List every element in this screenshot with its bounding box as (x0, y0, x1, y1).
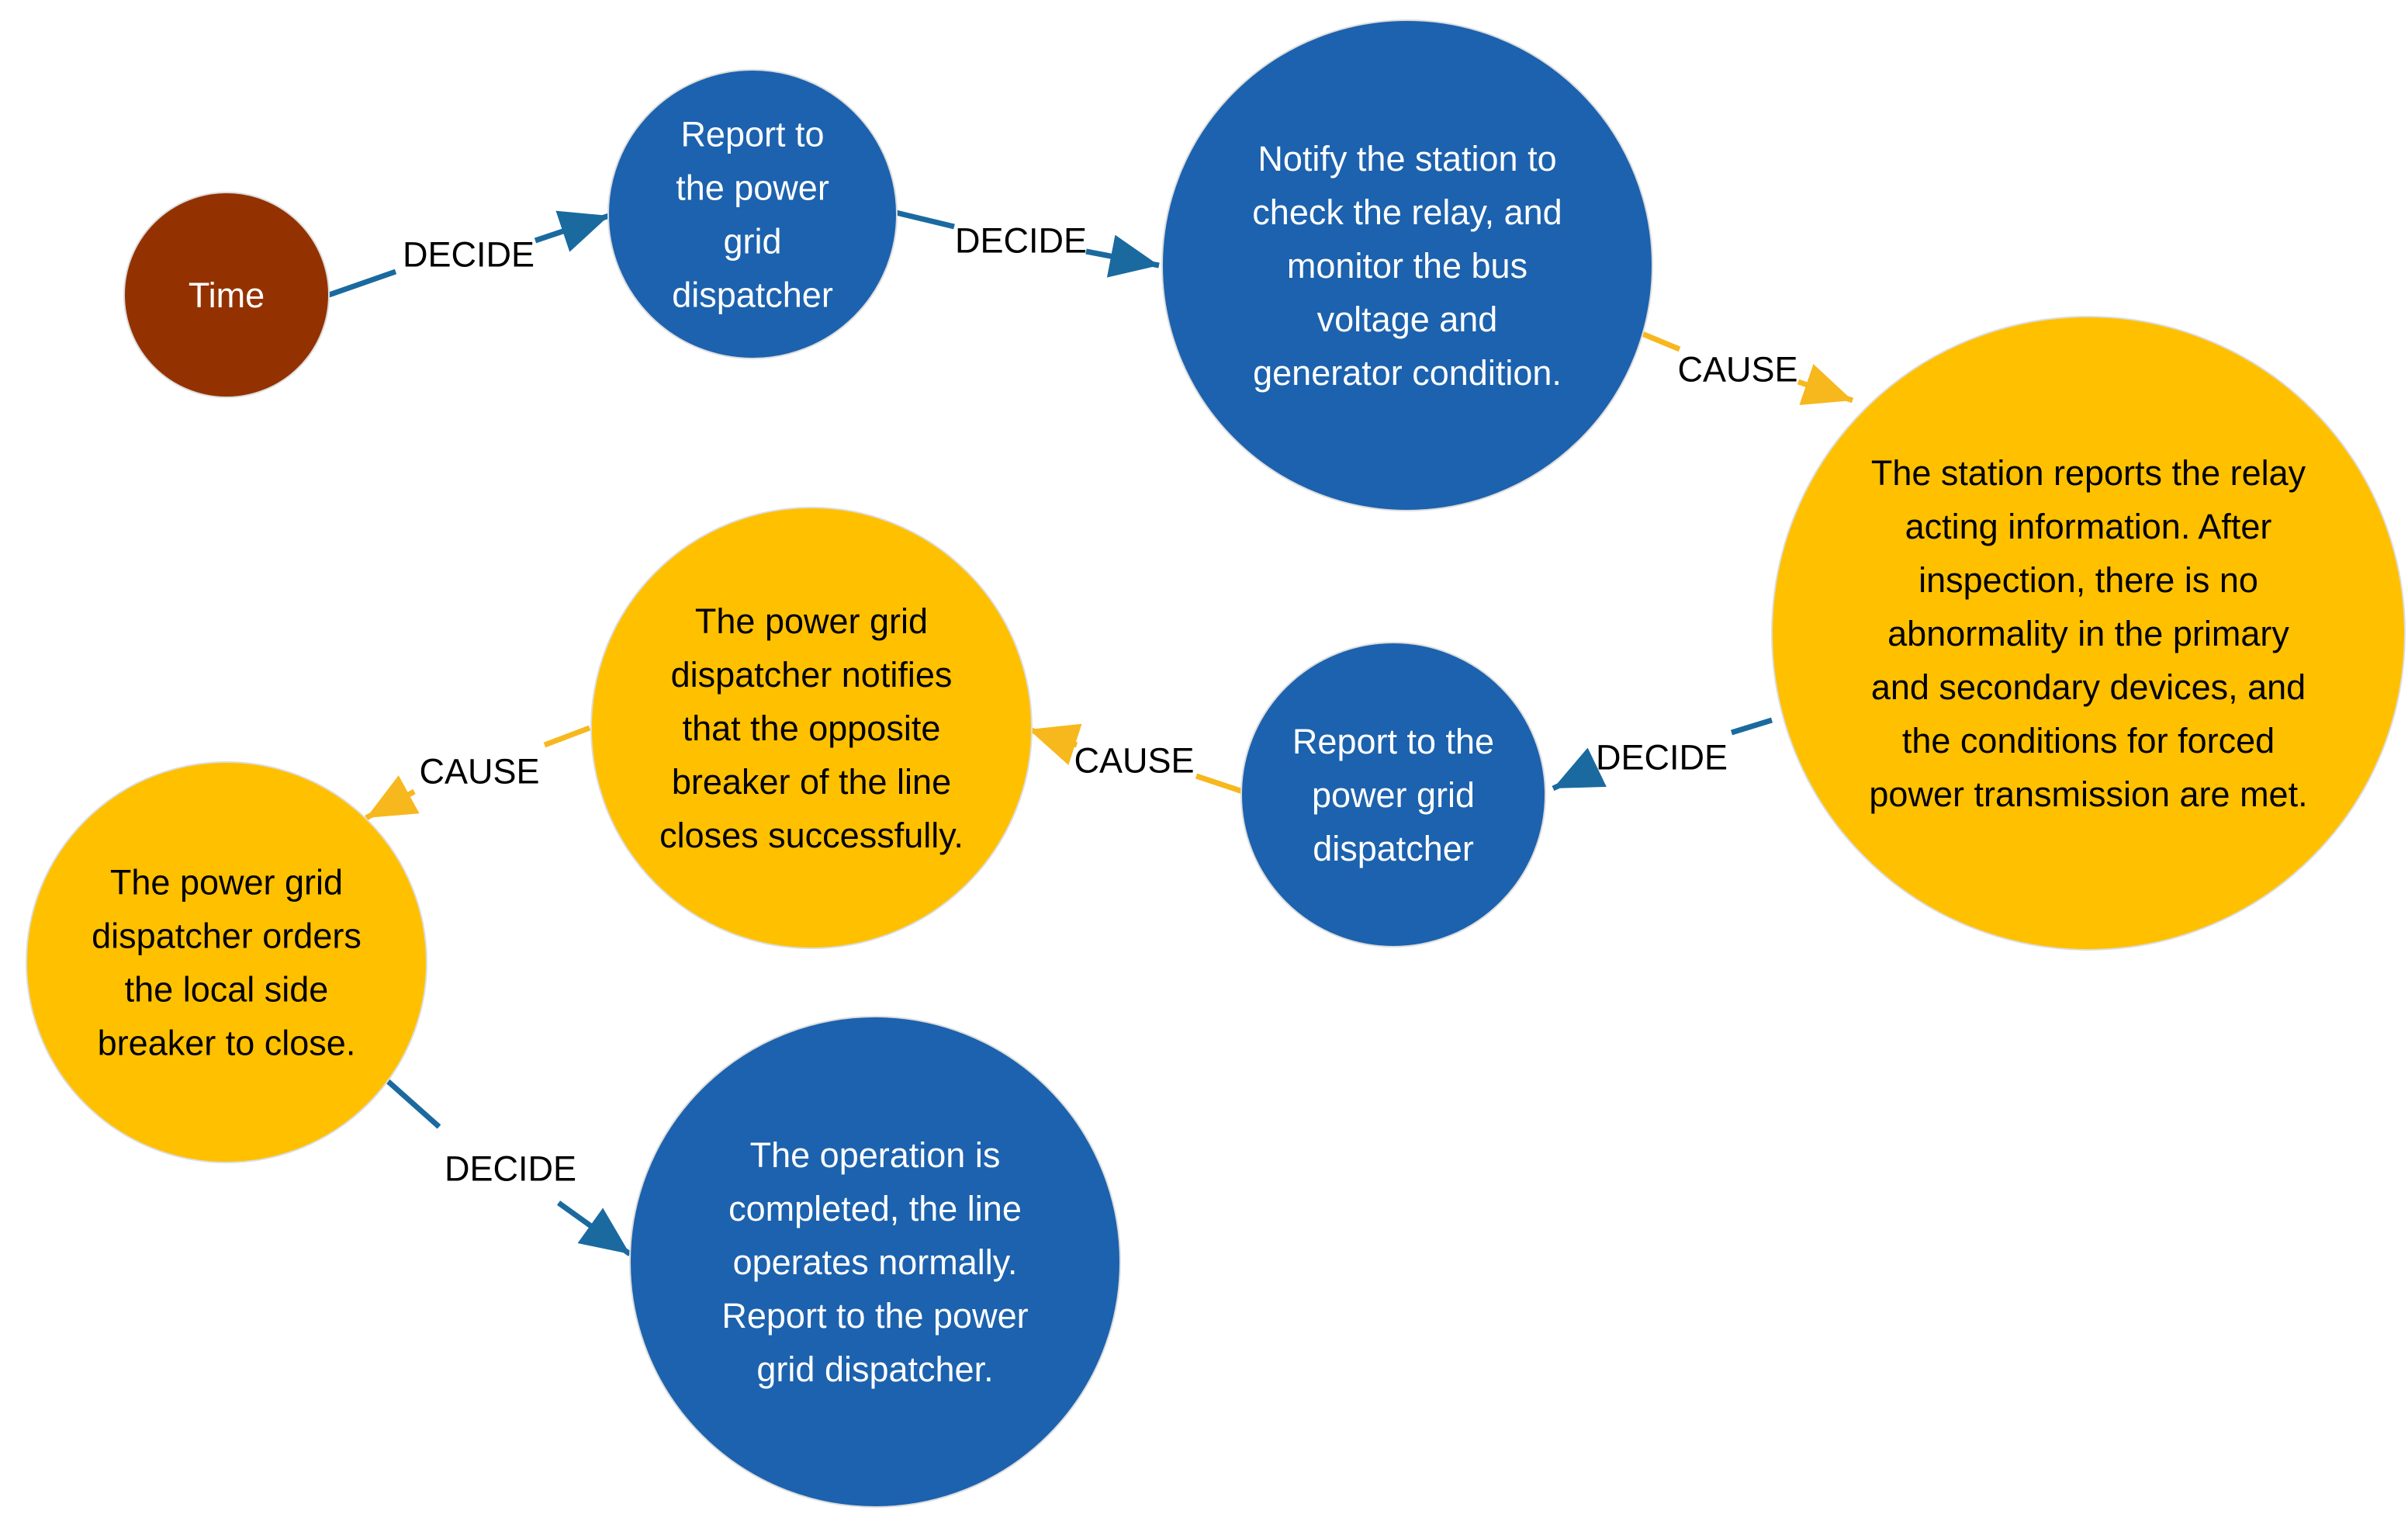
node-label-line: Report to the power (721, 1296, 1028, 1336)
node-label-line: dispatcher (672, 275, 833, 314)
edge-line (543, 725, 591, 748)
node-circle (1771, 316, 2406, 951)
node-report-to-dispatcher-2: Report to the power grid dispatcher (1240, 642, 1546, 948)
edge-line (1195, 773, 1244, 795)
edge-line (1637, 329, 1681, 352)
node-label-line: closes successfully. (659, 816, 964, 855)
node-label-line: completed, the line (728, 1189, 1022, 1228)
node-station-reports: The station reports the relay acting info… (1771, 316, 2406, 951)
node-label-line: Notify the station to (1258, 139, 1556, 178)
edge-label: DECIDE (445, 1149, 576, 1189)
node-label-line: the local side (125, 969, 329, 1009)
node-label-line: The operation is (750, 1135, 1001, 1175)
edge-line (381, 1075, 441, 1129)
node-label-line: dispatcher (1313, 829, 1474, 868)
node-label-line: acting information. After (1905, 507, 2272, 546)
edge-notifies-to-orders: CAUSE (365, 725, 591, 821)
node-time: Time (123, 192, 330, 398)
edge-label: DECIDE (403, 235, 535, 275)
node-label-line: the conditions for forced (1902, 721, 2275, 760)
edge-line-tail (365, 775, 420, 821)
edge-line-tail (1797, 364, 1854, 406)
node-label-line: inspection, there is no (1918, 560, 2258, 600)
edge-time-to-report1: DECIDE (327, 210, 611, 298)
edge-station-to-report2: DECIDE (1552, 717, 1773, 792)
node-label-line: dispatcher notifies (671, 655, 953, 695)
node-label-line: breaker to close. (98, 1023, 356, 1062)
node-circle (1240, 642, 1546, 948)
node-report-to-dispatcher-1: Report to the power grid dispatcher (607, 69, 898, 359)
edge-report2-to-notifies: CAUSE (1027, 723, 1244, 795)
edge-label: DECIDE (955, 221, 1087, 261)
edge-line-tail (1027, 723, 1082, 765)
edge-line-tail (556, 1201, 632, 1256)
edge-line-tail (1085, 234, 1160, 278)
edge-report1-to-notify: DECIDE (895, 210, 1160, 278)
node-label-line: power grid (1312, 775, 1475, 815)
edge-label: DECIDE (1596, 738, 1728, 778)
node-circle (26, 761, 427, 1163)
node-label-line: generator condition. (1253, 353, 1562, 393)
edge-label: CAUSE (1074, 741, 1194, 781)
edge-line (1730, 717, 1773, 736)
edge-line-tail (1552, 747, 1607, 792)
edge-label: CAUSE (1677, 350, 1797, 390)
node-circle (123, 192, 330, 398)
node-circle (590, 507, 1033, 949)
node-label: Report to the power grid dispatcher (1292, 722, 1494, 868)
node-label-line: Report to (680, 114, 824, 154)
node-label: The operation is completed, the line opera… (721, 1135, 1028, 1389)
edge-line (895, 210, 955, 230)
node-label: Time (189, 275, 265, 315)
node-label-line: The station reports the relay (1871, 453, 2306, 493)
node-label-line: voltage and (1317, 300, 1498, 339)
node-label: The station reports the relay acting info… (1869, 453, 2307, 814)
edge-line-tail (534, 210, 611, 252)
node-label-line: grid dispatcher. (756, 1349, 993, 1389)
edge-notify-to-station: CAUSE (1637, 329, 1854, 406)
node-label-line: dispatcher orders (92, 916, 362, 955)
edge-orders-to-completed: DECIDE (381, 1075, 632, 1256)
node-label: Notify the station to check the relay, an… (1252, 139, 1562, 393)
edges: DECIDE DECIDE CAUSE DECIDE CAUSE CAUSE (327, 210, 1854, 1256)
node-label-line: The power grid (110, 862, 343, 902)
node-label: Report to the power grid dispatcher (672, 114, 833, 314)
node-label-line: Time (189, 275, 265, 315)
node-notify-station: Notify the station to check the relay, an… (1161, 19, 1653, 511)
node-label: The power grid dispatcher notifies that th… (659, 601, 964, 855)
node-circle (1161, 19, 1653, 511)
node-operation-completed: The operation is completed, the line opera… (629, 1016, 1121, 1508)
node-label-line: and secondary devices, and (1871, 667, 2306, 707)
edge-line (327, 269, 397, 298)
node-circle (629, 1016, 1121, 1508)
node-label-line: operates normally. (733, 1242, 1018, 1282)
node-label-line: abnormality in the primary (1887, 614, 2289, 653)
node-label-line: grid (723, 221, 781, 261)
node-label-line: Report to the (1292, 722, 1494, 761)
node-dispatcher-orders: The power grid dispatcher orders the local… (26, 761, 427, 1163)
edge-label: CAUSE (419, 752, 539, 792)
node-label-line: power transmission are met. (1869, 774, 2307, 814)
node-dispatcher-notifies: The power grid dispatcher notifies that th… (590, 507, 1033, 949)
node-circle (607, 69, 898, 359)
nodes: Time Report to the power grid dispatcher No… (26, 19, 2406, 1508)
node-label-line: monitor the bus (1287, 246, 1527, 286)
node-label-line: that the opposite (683, 709, 941, 748)
node-label-line: breaker of the line (672, 762, 951, 802)
node-label: The power grid dispatcher orders the local… (92, 862, 362, 1062)
node-label-line: check the relay, and (1252, 192, 1562, 232)
node-label-line: The power grid (695, 601, 928, 641)
node-label-line: the power (676, 168, 829, 207)
